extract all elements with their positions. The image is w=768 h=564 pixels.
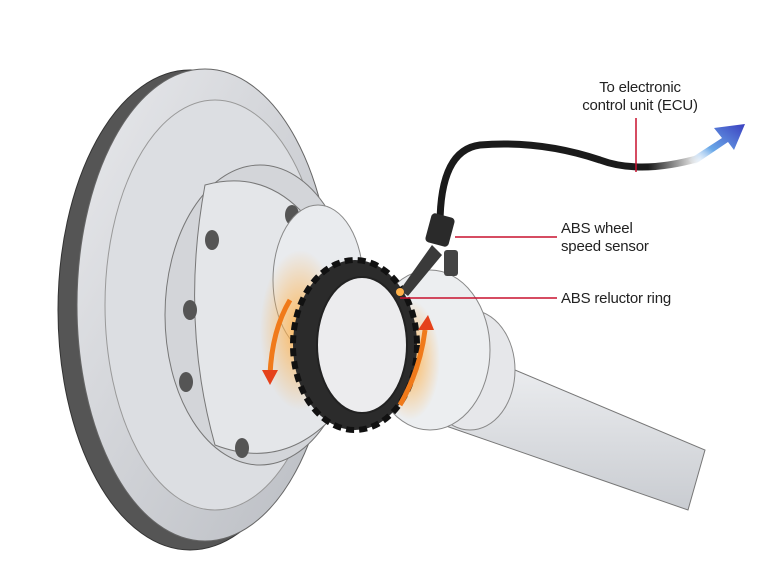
ecu-label: To electronic control unit (ECU) [575, 79, 705, 115]
ecu-direction-arrow [688, 124, 745, 165]
sensor-label-line2: speed sensor [561, 238, 649, 255]
reluctor-ring [290, 257, 420, 433]
sensor-label: ABS wheel speed sensor [561, 220, 649, 256]
rotation-arrowhead-right [418, 315, 434, 330]
abs-wheel-speed-sensor [396, 213, 458, 296]
reluctor-label: ABS reluctor ring [561, 290, 671, 307]
rotation-arrow-left [267, 298, 293, 376]
rotation-arrow-right [397, 329, 428, 407]
ecu-label-line2: control unit (ECU) [582, 97, 698, 114]
ecu-label-line1: To electronic [599, 79, 681, 96]
sensor-cable [436, 140, 704, 229]
sensor-label-line1: ABS wheel [561, 220, 633, 237]
rotation-arrowhead-left [262, 370, 278, 385]
